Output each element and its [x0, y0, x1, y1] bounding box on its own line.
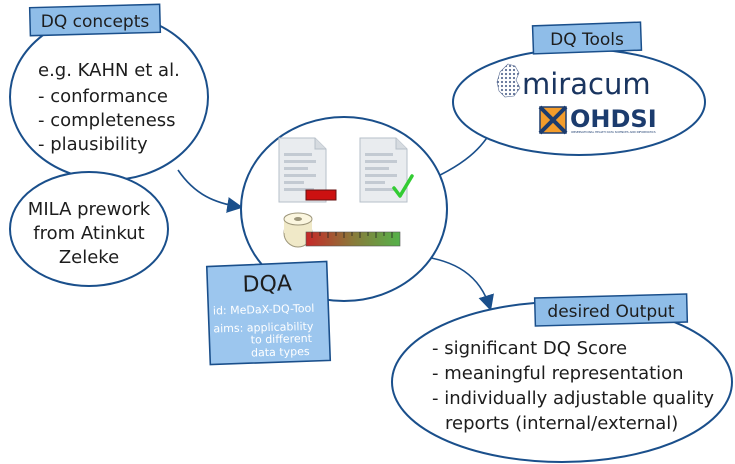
fail-bar — [305, 189, 337, 201]
ohdsi-tagline: OBSERVATIONAL HEALTH DATA SCIENCES AND I… — [571, 130, 656, 134]
output-label: desired Output — [547, 302, 674, 322]
ohdsi-logo-icon — [538, 105, 568, 135]
ohdsi-logo: OHDSI OBSERVATIONAL HEALTH DATA SCIENCES… — [538, 105, 657, 135]
concepts-line-2: - conformance — [38, 86, 168, 107]
tools-label: DQ Tools — [550, 30, 624, 50]
concepts-group: DQ concepts e.g. KAHN et al. - conforman… — [9, 3, 209, 181]
germany-map-icon — [496, 63, 521, 98]
tools-group: DQ Tools miracum OHDSI OBSERVATIONAL HEA… — [452, 21, 706, 156]
concepts-line-3: - completeness — [38, 110, 176, 131]
concepts-line-1: e.g. KAHN et al. — [38, 60, 180, 81]
mila-line-2: from Atinkut — [33, 223, 144, 244]
tools-ellipse — [452, 48, 706, 156]
output-line-3: - individually adjustable quality — [432, 388, 714, 409]
mila-line-1: MILA prework — [28, 199, 151, 220]
dqa-title: DQA — [242, 271, 292, 297]
arrow-center-to-output — [417, 255, 494, 312]
document-fail-icon — [278, 137, 337, 203]
dqa-aims-line-1: aims: applicability — [213, 320, 314, 336]
mila-line-3: Zeleke — [59, 247, 119, 268]
mila-ellipse — [9, 171, 169, 287]
check-mark — [392, 174, 414, 198]
ohdsi-text: OHDSI — [570, 105, 657, 133]
arrow-concepts-to-center — [177, 169, 244, 213]
output-line-1: - significant DQ Score — [432, 338, 627, 359]
tools-label-box: DQ Tools — [531, 21, 643, 55]
dqa-card: DQA id: MeDaX-DQ-Tool aims: applicabilit… — [205, 260, 332, 366]
output-line-2: - meaningful representation — [432, 363, 684, 384]
dqa-id: id: MeDaX-DQ-Tool — [213, 302, 315, 318]
output-label-box: desired Output — [533, 293, 689, 327]
output-group: desired Output - significant DQ Score - … — [391, 293, 733, 463]
dqa-aims-line-3: data types — [251, 345, 310, 360]
document-check-icon — [359, 137, 414, 203]
mila-group: MILA prework from Atinkut Zeleke — [9, 171, 169, 287]
concepts-label: DQ concepts — [41, 12, 150, 32]
measuring-tape-icon — [283, 212, 401, 248]
dqa-aims-line-2: to different — [251, 332, 313, 347]
miracum-text: miracum — [522, 67, 651, 101]
concepts-line-4: - plausibility — [38, 134, 148, 155]
miracum-logo: miracum — [496, 63, 651, 101]
center-group — [240, 116, 448, 302]
concepts-label-box: DQ concepts — [28, 3, 162, 37]
output-line-4: reports (internal/external) — [445, 413, 678, 434]
